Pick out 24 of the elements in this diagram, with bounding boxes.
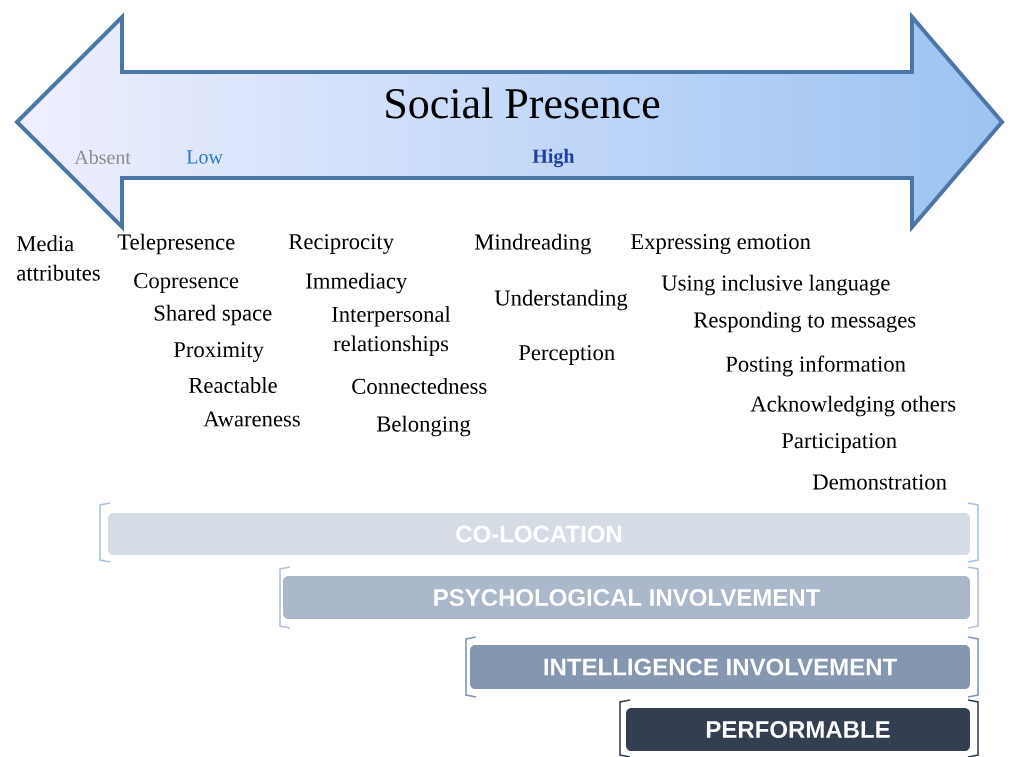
concept-label: Acknowledging others [750,395,956,417]
concept-label: Reactable [188,377,277,393]
category-bar: PERFORMABLE [619,699,979,757]
concept-label: Demonstration [812,474,947,490]
concept-label: Perception [518,345,615,365]
scale-label: Absent [74,150,131,165]
concept-label: Posting information [725,355,906,377]
concept-label: Immediacy [306,272,408,294]
arrow-title: Social Presence [386,87,660,119]
concept-label: Responding to messages [693,311,916,333]
concept-label: Belonging [376,415,471,437]
concept-label: Shared space [154,304,272,326]
category-bar: PSYCHOLOGICAL INVOLVEMENT [279,566,979,629]
concept-label: Proximity [173,342,264,362]
concept-label: Connectedness [352,378,487,394]
category-bar: INTELLIGENCE INVOLVEMENT [465,636,979,698]
scale-label: Low [186,150,223,164]
scale-label: High [532,148,575,168]
concept-label: Understanding [494,289,628,311]
concept-label: Participation [781,433,897,453]
concept-label: Awareness [203,411,300,427]
concept-label: Copresence [134,273,239,293]
concept-label: Interpersonal relationships [332,306,451,356]
concept-label: Using inclusive language [661,274,890,296]
